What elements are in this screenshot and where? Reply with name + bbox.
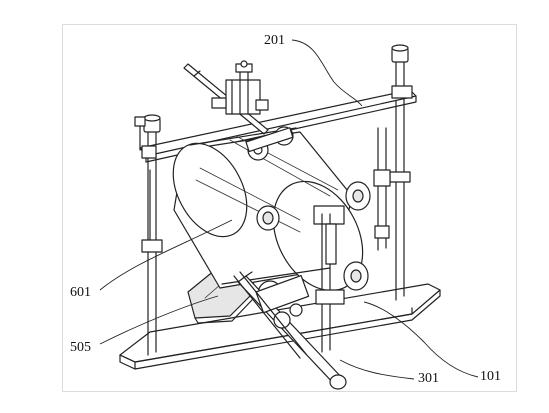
leader-505 [99, 295, 219, 345]
label-301: 301 [418, 371, 439, 386]
right-upright [389, 44, 411, 301]
front-vertical-clamp [313, 205, 345, 353]
right-wheel-lower [343, 261, 369, 291]
upper-clamp-block [211, 60, 269, 115]
label-201: 201 [264, 33, 285, 48]
left-upright-rear [134, 116, 146, 151]
slide-carriage [255, 274, 310, 329]
label-101: 101 [480, 369, 501, 384]
leader-301 [339, 359, 415, 380]
right-inner-post [373, 127, 391, 251]
label-601: 601 [70, 285, 91, 300]
leader-101 [363, 301, 479, 378]
upper-roller-assembly [245, 126, 294, 161]
leader-601 [99, 219, 233, 291]
leader-201 [291, 39, 363, 107]
right-wheel-upper [345, 181, 371, 211]
lower-guide-rod [233, 271, 307, 359]
drawing-frame [62, 24, 517, 392]
left-upright-front [141, 114, 163, 356]
front-left-wheel [256, 205, 280, 231]
label-505: 505 [70, 340, 91, 355]
